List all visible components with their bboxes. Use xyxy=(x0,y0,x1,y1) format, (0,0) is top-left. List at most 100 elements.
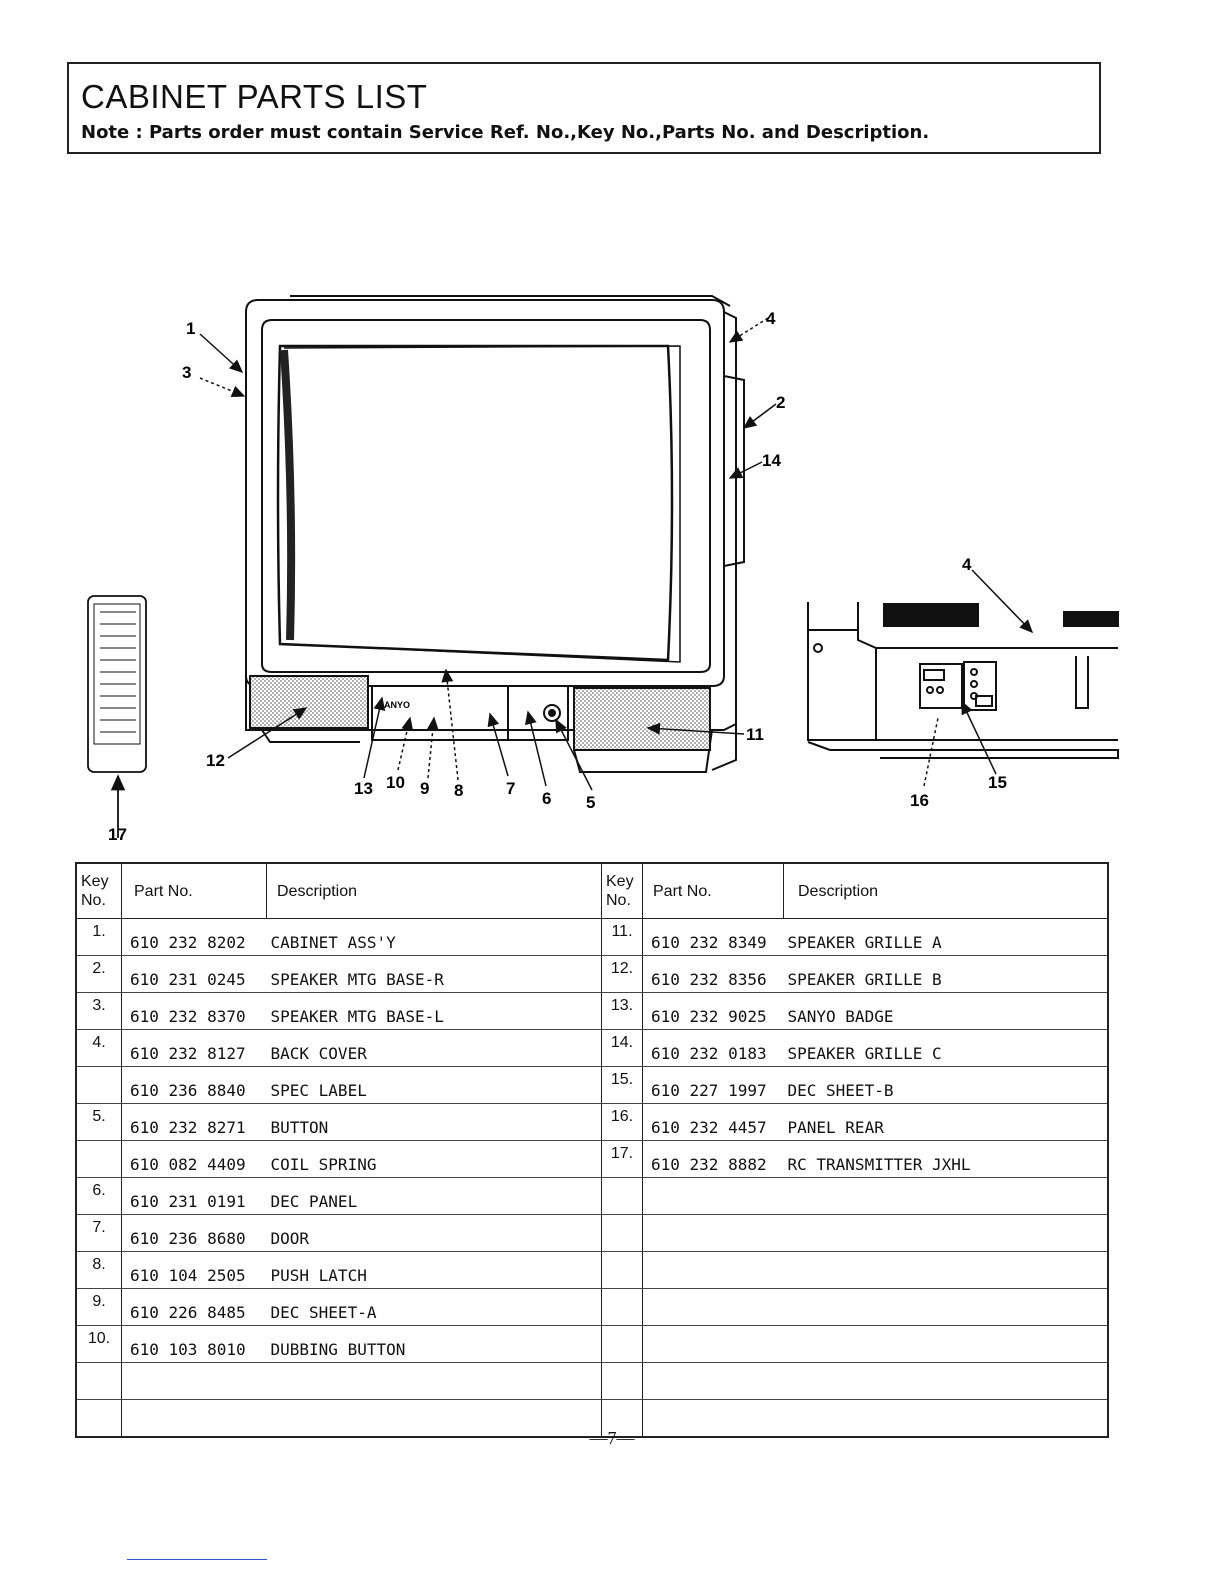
header-key-no: Key No. xyxy=(75,862,122,919)
key-cell: 9. xyxy=(76,1288,122,1326)
description-cell xyxy=(783,1251,1108,1289)
key-cell: 6. xyxy=(76,1177,122,1215)
description-cell: SPEAKER MTG BASE-R xyxy=(266,955,602,993)
callout-5: 5 xyxy=(586,793,595,812)
header-part-no: Part No. xyxy=(121,862,267,919)
key-cell: 14. xyxy=(601,1029,643,1067)
description-cell: DEC SHEET-A xyxy=(266,1288,602,1326)
key-cell: 1. xyxy=(76,918,122,956)
description-cell: RC TRANSMITTER JXHL xyxy=(783,1140,1108,1178)
key-cell: 4. xyxy=(76,1029,122,1067)
description-cell: SPEAKER MTG BASE-L xyxy=(266,992,602,1030)
footer-rule xyxy=(127,1559,267,1560)
part-no-cell xyxy=(121,1399,267,1438)
header-part-no-right: Part No. xyxy=(642,862,784,919)
part-no-cell xyxy=(642,1251,784,1289)
description-cell xyxy=(783,1177,1108,1215)
callout-2: 2 xyxy=(776,393,785,412)
header-description: Description xyxy=(266,862,602,919)
description-cell xyxy=(783,1214,1108,1252)
key-cell xyxy=(601,1177,643,1215)
callout-8: 8 xyxy=(454,781,463,800)
key-cell: 15. xyxy=(601,1066,643,1104)
description-cell: DUBBING BUTTON xyxy=(266,1325,602,1363)
description-cell: BACK COVER xyxy=(266,1029,602,1067)
part-no-cell: 610 232 8370 xyxy=(121,992,267,1030)
page-number: —7— xyxy=(589,1428,635,1448)
part-no-cell: 610 082 4409 xyxy=(121,1140,267,1178)
description-cell: SPEAKER GRILLE B xyxy=(783,955,1108,993)
description-cell: CABINET ASS'Y xyxy=(266,918,602,956)
exploded-view-diagram: SANYO xyxy=(87,295,1119,844)
key-cell xyxy=(601,1362,643,1400)
remote-control-drawing xyxy=(87,595,147,838)
part-no-cell: 610 236 8680 xyxy=(121,1214,267,1252)
key-cell xyxy=(76,1399,122,1438)
part-no-cell xyxy=(642,1214,784,1252)
key-cell: 8. xyxy=(76,1251,122,1289)
callout-1: 1 xyxy=(186,319,195,338)
key-cell: 2. xyxy=(76,955,122,993)
callout-9: 9 xyxy=(420,779,429,798)
part-no-cell: 610 232 0183 xyxy=(642,1029,784,1067)
table-header-row: Key No. Part No. Description Key No. Par… xyxy=(75,862,1109,919)
part-no-cell: 610 232 8349 xyxy=(642,918,784,956)
description-cell xyxy=(266,1362,602,1400)
callout-7: 7 xyxy=(506,779,515,798)
callout-6: 6 xyxy=(542,789,551,808)
key-cell xyxy=(601,1251,643,1289)
description-cell: PANEL REAR xyxy=(783,1103,1108,1141)
description-cell: COIL SPRING xyxy=(266,1140,602,1178)
header-key-no-right: Key No. xyxy=(601,862,643,919)
part-no-cell xyxy=(121,1362,267,1400)
part-no-cell: 610 232 8271 xyxy=(121,1103,267,1141)
key-cell xyxy=(76,1066,122,1104)
key-cell: 17. xyxy=(601,1140,643,1178)
description-cell xyxy=(783,1325,1108,1363)
part-no-cell xyxy=(642,1177,784,1215)
key-cell: 3. xyxy=(76,992,122,1030)
description-cell: DEC PANEL xyxy=(266,1177,602,1215)
key-cell: 12. xyxy=(601,955,643,993)
key-cell xyxy=(601,1214,643,1252)
part-no-cell: 610 231 0191 xyxy=(121,1177,267,1215)
part-no-cell: 610 226 8485 xyxy=(121,1288,267,1326)
part-no-cell: 610 104 2505 xyxy=(121,1251,267,1289)
description-cell: SPEAKER GRILLE C xyxy=(783,1029,1108,1067)
callout-13: 13 xyxy=(354,779,373,798)
order-note: Note : Parts order must contain Service … xyxy=(81,122,930,143)
description-cell xyxy=(783,1399,1108,1438)
header-description-right: Description xyxy=(783,862,1109,919)
callout-15: 15 xyxy=(988,773,1007,792)
key-cell: 11. xyxy=(601,918,643,956)
part-no-cell: 610 232 4457 xyxy=(642,1103,784,1141)
key-cell: 7. xyxy=(76,1214,122,1252)
part-no-cell xyxy=(642,1362,784,1400)
description-cell xyxy=(783,1362,1108,1400)
callout-11: 11 xyxy=(746,725,764,744)
callout-12: 12 xyxy=(206,751,225,770)
description-cell: PUSH LATCH xyxy=(266,1251,602,1289)
description-cell xyxy=(266,1399,602,1438)
description-cell xyxy=(783,1288,1108,1326)
parts-table: Key No. Part No. Description Key No. Par… xyxy=(75,862,1109,1438)
key-cell: 10. xyxy=(76,1325,122,1363)
description-cell: SANYO BADGE xyxy=(783,992,1108,1030)
part-no-cell: 610 236 8840 xyxy=(121,1066,267,1104)
callout-14: 14 xyxy=(762,451,781,470)
key-cell: 16. xyxy=(601,1103,643,1141)
key-cell: 5. xyxy=(76,1103,122,1141)
part-no-cell: 610 231 0245 xyxy=(121,955,267,993)
key-cell xyxy=(601,1399,643,1438)
key-cell xyxy=(76,1140,122,1178)
callout-4-front: 4 xyxy=(766,309,776,328)
callout-lines xyxy=(199,317,1034,791)
part-no-cell: 610 227 1997 xyxy=(642,1066,784,1104)
sanyo-badge-text: SANYO xyxy=(378,700,410,710)
